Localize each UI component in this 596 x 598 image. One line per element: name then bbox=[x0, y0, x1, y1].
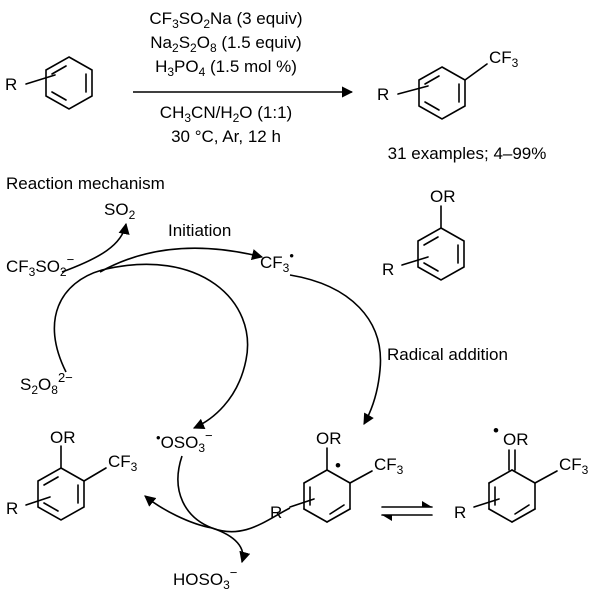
radical-dot: • bbox=[335, 456, 341, 475]
condition-reagent-3: H3PO4 (1.5 mol %) bbox=[155, 57, 297, 79]
resonance-form: OR • CF3 R bbox=[454, 421, 589, 523]
persulfate-cycle-arrow bbox=[53, 263, 249, 430]
mechanism-title: Reaction mechanism bbox=[6, 174, 165, 193]
top-conditions-upper: CF3SO2Na (3 equiv) Na2S2O8 (1.5 equiv) H… bbox=[149, 9, 302, 79]
substrate-benzene: OR R bbox=[382, 187, 465, 281]
product-formation-arrow bbox=[144, 495, 213, 529]
final-product-or-label: OR bbox=[50, 428, 76, 447]
final-product: OR CF3 R bbox=[6, 428, 138, 521]
hoso3-release-arrow bbox=[211, 527, 251, 564]
initiation-arrow bbox=[99, 247, 264, 273]
condition-temperature: 30 °C, Ar, 12 h bbox=[171, 127, 281, 146]
cf3so2-label: CF3SO2− bbox=[6, 252, 74, 279]
resonance-or-label: OR bbox=[503, 430, 529, 449]
initiation-label: Initiation bbox=[168, 221, 231, 240]
top-reactant-r-label: R bbox=[5, 75, 17, 94]
equilibrium-arrows bbox=[381, 501, 433, 521]
condition-reagent-1: CF3SO2Na (3 equiv) bbox=[149, 9, 302, 31]
radical-intermediate-cf3-label: CF3 bbox=[374, 455, 404, 477]
oso3-radical-label: •OSO3− bbox=[156, 428, 213, 455]
s2o8-label: S2O82− bbox=[20, 370, 73, 397]
so2-release-arrow bbox=[61, 222, 130, 273]
cf3-radical-label: CF3• bbox=[260, 248, 294, 275]
radical-intermediate: OR • CF3 R bbox=[270, 429, 404, 523]
condition-solvent: CH3CN/H2O (1:1) bbox=[160, 103, 292, 125]
resonance-cf3-label: CF3 bbox=[559, 455, 589, 477]
scope-note: 31 examples; 4–99% bbox=[388, 144, 547, 163]
substrate-r-label: R bbox=[382, 260, 394, 279]
resonance-radical-dot: • bbox=[493, 421, 499, 440]
radical-addition-arrow bbox=[289, 274, 382, 425]
so2-label: SO2 bbox=[104, 200, 136, 222]
top-reactant-benzene: R bbox=[5, 56, 93, 110]
hoso3-label: HOSO3− bbox=[173, 565, 237, 592]
final-product-cf3-label: CF3 bbox=[108, 452, 138, 474]
top-product-r-label: R bbox=[377, 85, 389, 104]
radical-intermediate-or-label: OR bbox=[316, 429, 342, 448]
substrate-or-label: OR bbox=[430, 187, 456, 206]
resonance-r-label: R bbox=[454, 503, 466, 522]
condition-reagent-2: Na2S2O8 (1.5 equiv) bbox=[150, 33, 301, 55]
top-product-cf3-label: CF3 bbox=[489, 48, 519, 70]
final-product-r-label: R bbox=[6, 499, 18, 518]
radical-addition-label: Radical addition bbox=[387, 345, 508, 364]
top-product-benzene: R CF3 bbox=[377, 48, 519, 120]
top-conditions-lower: CH3CN/H2O (1:1) 30 °C, Ar, 12 h bbox=[160, 103, 292, 146]
